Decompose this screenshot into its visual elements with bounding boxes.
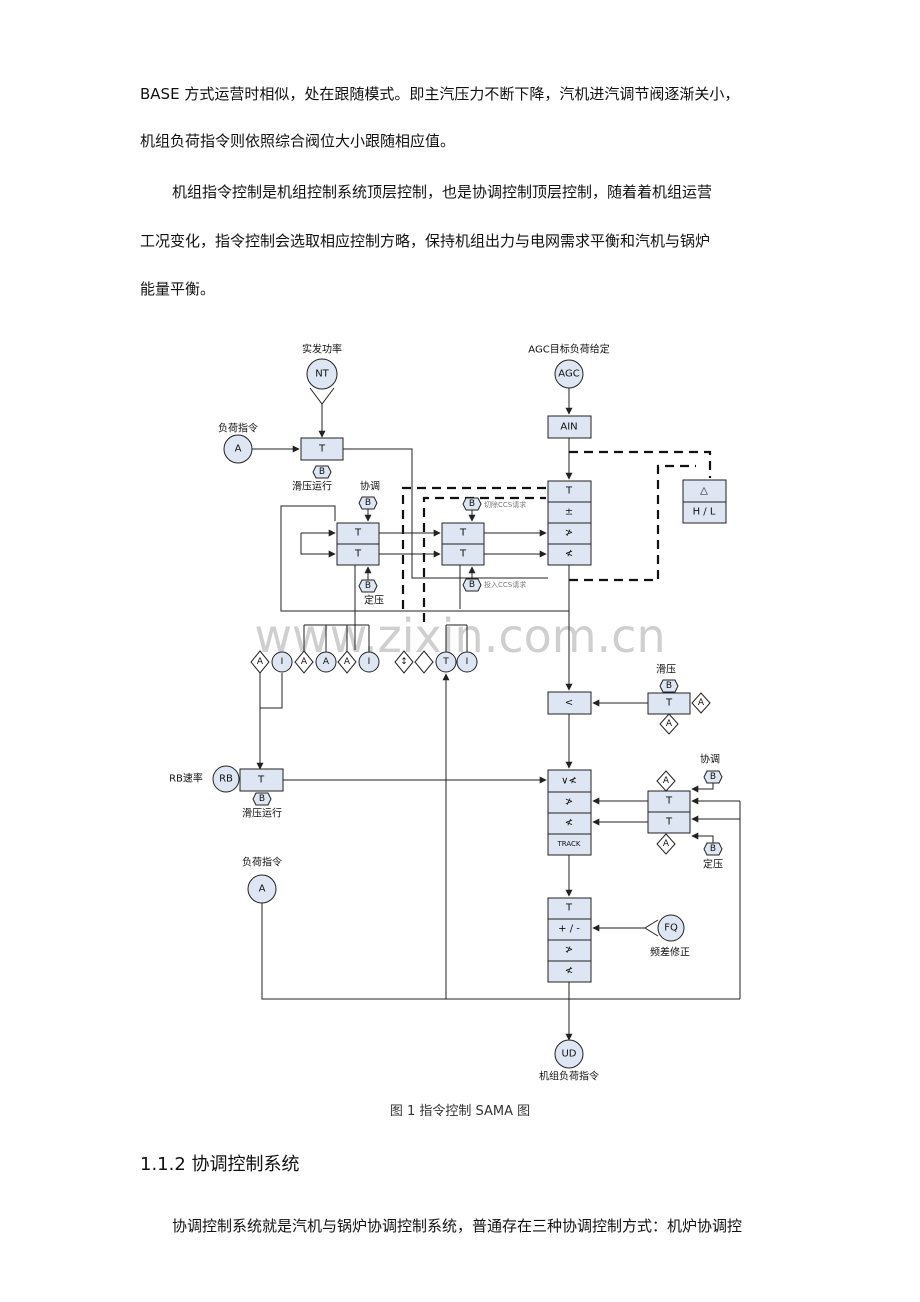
svg-text:UD: UD [561,1049,576,1060]
ud-circle [554,1039,584,1069]
paragraph-line-4: 工况变化，指令控制会选取相应控制方略，保持机组出力与电网需求平衡和汽机与锅炉 [140,232,711,250]
svg-text:T: T [354,528,362,539]
svg-text:T: T [565,903,573,914]
label-coord-right: 协调 [700,753,720,766]
svg-text:A: A [257,657,264,667]
nt-circle [306,358,338,390]
label-agc-target: AGC目标负荷给定 [528,343,609,356]
svg-text:T: T [459,528,467,539]
paragraph-line-5: 能量平衡。 [140,280,216,298]
svg-text:AGC: AGC [558,369,579,380]
svg-text:H / L: H / L [693,507,716,518]
nt-symbol: NT [315,369,329,380]
svg-text:A: A [663,839,670,849]
svg-text:≮: ≮ [565,966,573,977]
svg-text:A: A [235,444,242,455]
svg-text:TRACK: TRACK [557,840,581,848]
svg-text:B: B [259,794,265,804]
label-slide-run-bottom: 滑压运行 [242,807,282,820]
label-ccs-enter: 投入CCS请求 [484,580,526,589]
svg-text:A: A [301,657,308,667]
svg-text:AIN: AIN [560,422,577,433]
svg-text:B: B [666,681,672,691]
svg-text:B: B [469,580,475,590]
i-circle-1 [271,651,293,673]
svg-text:T: T [318,444,326,455]
svg-text:I: I [368,657,371,667]
svg-text:B: B [710,772,716,782]
label-freq-correct: 频差修正 [650,946,690,959]
svg-text:T: T [665,817,673,828]
figure-caption: 图 1 指令控制 SAMA 图 [389,1104,531,1119]
svg-text:B: B [365,581,371,591]
label-const-press-right: 定压 [703,858,723,871]
svg-text:A: A [666,719,673,729]
svg-text:A: A [344,657,351,667]
svg-text:T: T [459,549,467,560]
label-slide-run-top: 滑压运行 [292,480,332,493]
paragraph-line-3: 机组指令控制是机组控制系统顶层控制，也是协调控制顶层控制，随着着机组运营 [172,183,713,201]
label-slide-press: 滑压 [656,664,676,676]
svg-text:+ / -: + / - [558,924,580,935]
svg-text:≮: ≮ [565,549,573,560]
paragraph-line-2: 机组负荷指令则依照综合阀位大小跟随相应值。 [140,132,456,150]
svg-text:B: B [469,499,475,509]
svg-text:A: A [663,776,670,786]
label-coord-mid: 协调 [360,480,380,493]
svg-text:I: I [281,657,284,667]
svg-text:≯: ≯ [565,528,573,539]
svg-text:A: A [698,698,705,708]
paragraph-last: 协调控制系统就是汽机与锅炉协调控制系统，普通存在三种协调控制方式：机炉协调控 [172,1217,743,1235]
label-unit-load-cmd: 机组负荷指令 [539,1070,599,1083]
svg-text:FQ: FQ [664,923,678,934]
svg-text:≮: ≮ [565,818,573,829]
svg-text:A: A [323,657,330,667]
hl-block [682,501,727,524]
fq-circle [657,914,685,942]
label-load-cmd-bottom: 负荷指令 [242,856,282,869]
nt-transmitter-icon [309,387,335,405]
svg-text:T: T [665,698,673,709]
paragraph-line-1: BASE 方式运营时相似，处在跟随模式。即主汽压力不断下降，汽机进汽调节阀逐渐关… [140,85,740,103]
svg-text:∨≮: ∨≮ [561,776,577,787]
svg-text:T: T [257,775,265,786]
svg-text:△: △ [700,486,708,497]
svg-text:A: A [259,884,266,895]
label-rb-rate: RB速率 [169,772,203,785]
svg-text:T: T [565,486,573,497]
label-actual-power: 实发功率 [302,343,342,356]
section-heading: 1.1.2 协调控制系统 [140,1154,300,1175]
rb-circle [212,765,240,793]
svg-text:<: < [565,698,573,709]
svg-text:T: T [665,796,673,807]
svg-text:B: B [319,467,325,477]
svg-text:≯: ≯ [565,945,573,956]
svg-text:T: T [442,657,449,667]
svg-text:B: B [365,498,371,508]
svg-text:B: B [710,844,716,854]
label-load-cmd-top: 负荷指令 [218,422,258,435]
svg-text:T: T [354,549,362,560]
label-const-press-mid: 定压 [364,594,384,607]
svg-text:I: I [466,657,469,667]
b-hex-top [312,465,332,479]
svg-text:≯: ≯ [565,797,573,808]
svg-text:RB: RB [219,774,233,785]
label-ccs-exit: 切除CCS请求 [484,500,526,509]
svg-text:±: ± [565,507,573,518]
svg-text:↕: ↕ [400,657,408,667]
